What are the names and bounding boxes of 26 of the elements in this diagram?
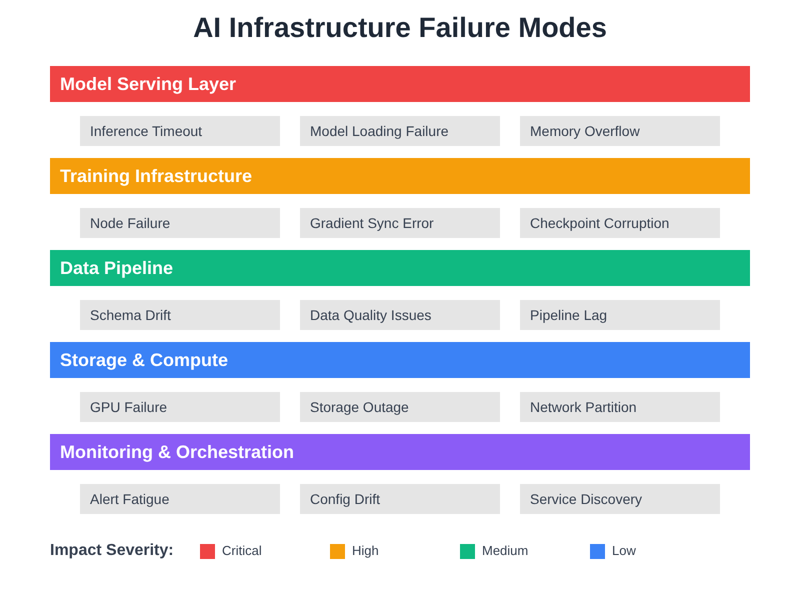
legend-label: Low <box>612 543 636 558</box>
legend-title: Impact Severity: <box>50 542 174 560</box>
failure-mode-box: Model Loading Failure <box>300 116 500 146</box>
failure-mode-box: Config Drift <box>300 484 500 514</box>
failure-mode-box: Service Discovery <box>520 484 720 514</box>
failure-mode-box: Data Quality Issues <box>300 300 500 330</box>
failure-mode-box: Schema Drift <box>80 300 280 330</box>
failure-mode-box: Network Partition <box>520 392 720 422</box>
legend-label: Critical <box>222 543 262 558</box>
layer-band: Storage & Compute <box>50 342 750 378</box>
legend-label: High <box>352 543 379 558</box>
layer-band: Training Infrastructure <box>50 158 750 194</box>
failure-mode-box: Pipeline Lag <box>520 300 720 330</box>
layer-band: Data Pipeline <box>50 250 750 286</box>
failure-mode-box: Alert Fatigue <box>80 484 280 514</box>
failure-mode-box: Checkpoint Corruption <box>520 208 720 238</box>
failure-mode-box: Storage Outage <box>300 392 500 422</box>
layer-band: Model Serving Layer <box>50 66 750 102</box>
failure-mode-box: Gradient Sync Error <box>300 208 500 238</box>
failure-mode-box: Inference Timeout <box>80 116 280 146</box>
legend-label: Medium <box>482 543 528 558</box>
title: AI Infrastructure Failure Modes <box>192 12 608 44</box>
layer-band: Monitoring & Orchestration <box>50 434 750 470</box>
failure-mode-box: Memory Overflow <box>520 116 720 146</box>
failure-mode-box: Node Failure <box>80 208 280 238</box>
failure-mode-box: GPU Failure <box>80 392 280 422</box>
